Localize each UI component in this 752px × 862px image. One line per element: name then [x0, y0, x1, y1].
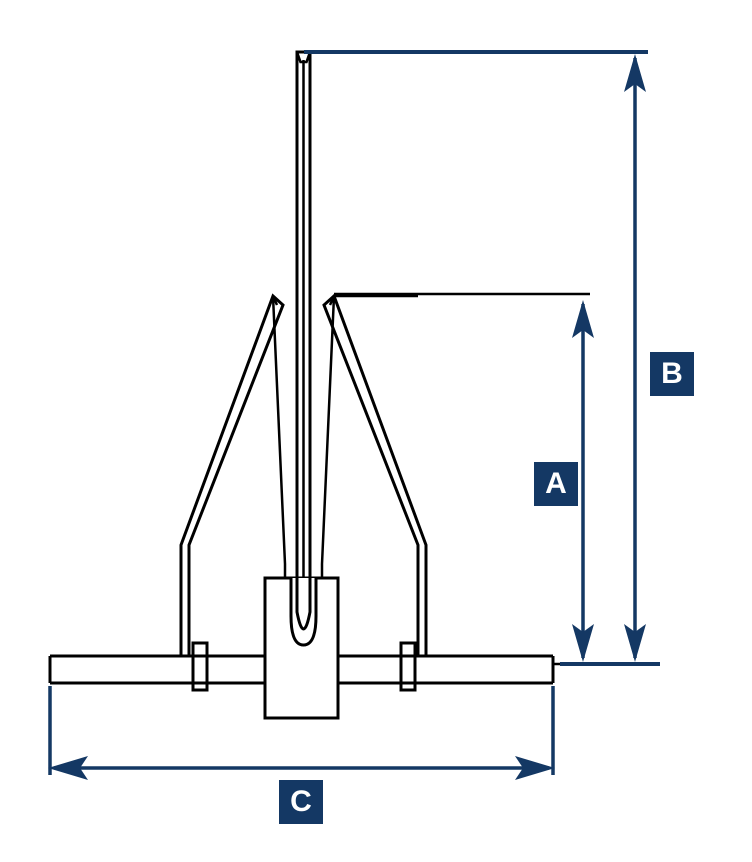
- anchor-outline-group: [48, 50, 590, 720]
- crown-slot: [289, 578, 318, 647]
- fluke-left-tip-fold: [271, 295, 279, 306]
- dimension-label-b: B: [650, 352, 694, 396]
- dimension-label-b-text: B: [661, 357, 683, 390]
- dimension-label-a: A: [534, 462, 578, 506]
- dim-a-arrowhead-bottom: [572, 624, 594, 662]
- dimension-label-a-text: A: [545, 467, 567, 500]
- dimension-label-c-text: C: [290, 785, 312, 818]
- shank-tip-notch: [295, 51, 312, 64]
- dim-c-arrowhead-right: [515, 756, 555, 780]
- dim-a-arrowhead-top: [572, 300, 594, 338]
- fluke-right-tip-fold: [328, 295, 336, 306]
- dim-b-arrowhead-bottom: [624, 624, 646, 662]
- shank-foot-in-slot: [295, 578, 312, 631]
- dim-c-arrowhead-left: [48, 756, 88, 780]
- stock-through-left-collar: [193, 654, 207, 685]
- dimension-label-c: C: [279, 780, 323, 824]
- dim-b-arrowhead-top: [624, 54, 646, 92]
- stock-through-right-collar: [401, 654, 415, 685]
- dimension-group: [48, 50, 660, 780]
